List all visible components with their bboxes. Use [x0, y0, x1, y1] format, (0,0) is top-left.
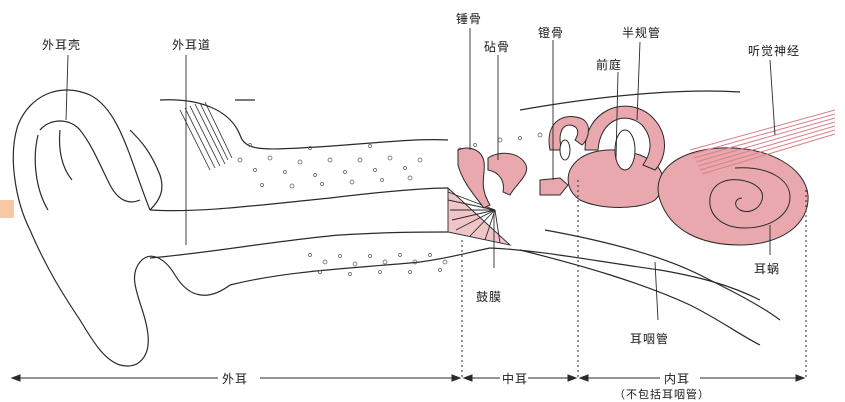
label-ear-canal: 外耳道: [172, 36, 211, 53]
label-semicircular-canals: 半规管: [622, 24, 661, 41]
label-cochlea: 耳蜗: [754, 260, 780, 277]
label-outer-ear-shell: 外耳壳: [42, 36, 81, 53]
label-malleus: 锤骨: [456, 10, 482, 27]
label-auditory-nerve: 听觉神经: [748, 42, 800, 59]
region-label-inner-ear-note: （不包括耳咽管）: [614, 386, 710, 402]
label-incus: 砧骨: [484, 38, 510, 55]
malleus-shape: [458, 148, 490, 208]
canal-striations: [180, 102, 232, 170]
label-eustachian-tube: 耳咽管: [630, 330, 669, 347]
incus-shape: [488, 153, 527, 195]
inner-ear: [549, 106, 664, 207]
stapes-shape: [540, 178, 568, 195]
region-label-middle-ear: 中耳: [502, 370, 528, 387]
orange-mark: [0, 200, 14, 218]
ossicles: [458, 148, 568, 208]
eustachian-tube-shape: [520, 230, 780, 345]
auricle: [13, 90, 230, 366]
label-vestibule: 前庭: [596, 56, 622, 73]
label-stapes: 镫骨: [538, 24, 564, 41]
label-eardrum: 鼓膜: [476, 288, 502, 305]
region-label-inner-ear: 内耳: [664, 370, 690, 387]
cochlea-shape: [658, 148, 808, 245]
region-label-outer-ear: 外耳: [222, 370, 248, 387]
